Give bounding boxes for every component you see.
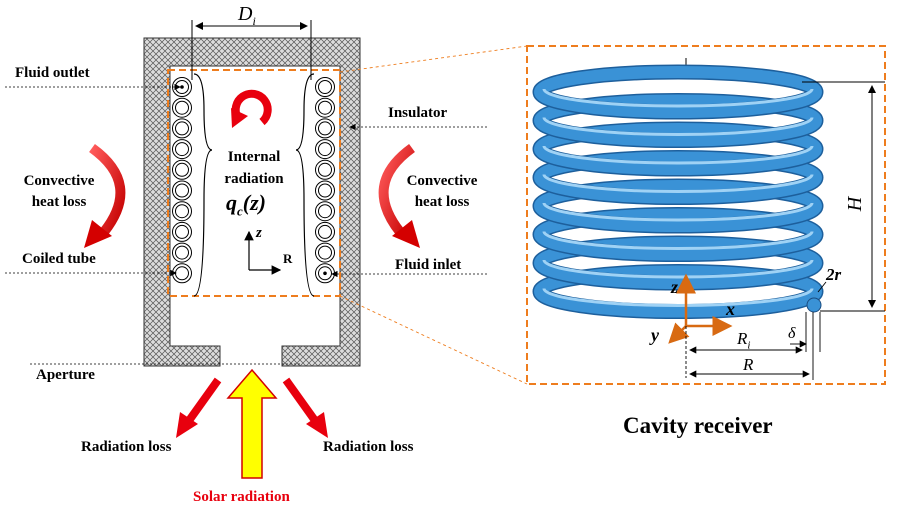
tube-bore: [175, 224, 189, 239]
tube-bore: [318, 80, 332, 94]
coil-turn: [534, 123, 822, 175]
aperture-label: Aperture: [36, 367, 95, 383]
coil-turn: [534, 94, 822, 147]
solar-radiation-label: Solar radiation: [193, 489, 290, 505]
di-symbol-main: D: [238, 3, 253, 25]
right-brace: [295, 73, 315, 297]
flux-symbol-main: q: [226, 190, 237, 215]
coil-turn: [534, 265, 822, 318]
coil-highlight: [542, 174, 814, 193]
coil-highlight: [542, 231, 814, 250]
flow-dot: [323, 271, 327, 276]
tube-bore: [175, 162, 189, 177]
tube-bore: [318, 204, 332, 219]
coil-highlight: [542, 145, 814, 165]
tube-bore: [318, 224, 332, 239]
tube-bore: [175, 204, 189, 219]
ri-symbol-sub: i: [747, 339, 751, 352]
convective-right-line2: heat loss: [414, 194, 470, 210]
ri-symbol: Ri: [737, 330, 750, 351]
coil-highlight: [542, 202, 814, 222]
insulator-label: Insulator: [388, 105, 448, 121]
flux-symbol: qc(z): [226, 190, 266, 219]
internal-radiation-line2: radiation: [224, 171, 284, 187]
fluid-outlet-label: Fluid outlet: [15, 65, 90, 81]
convective-left-line2: heat loss: [31, 194, 87, 210]
convective-loss-arrow-left: [84, 143, 126, 248]
coil-highlight: [542, 288, 814, 307]
y-axis-label-3d: y: [651, 325, 659, 345]
coil-highlight: [542, 88, 814, 108]
tube-bore: [318, 121, 332, 136]
tube-bore: [175, 121, 189, 136]
flux-symbol-arg: (z): [242, 190, 266, 215]
tube-bore: [318, 100, 332, 115]
tube-bore: [175, 183, 189, 198]
tube-bore: [318, 183, 332, 198]
tube-bore: [175, 266, 189, 281]
left-brace: [193, 73, 213, 297]
cavity-receiver-frame: [526, 45, 886, 385]
y-axis-arrow-3d: [668, 322, 690, 344]
z-axis-label-3d: z: [671, 277, 679, 297]
helical-coil: [532, 64, 824, 319]
coil-highlight: [542, 117, 814, 136]
solar-radiation-arrow: [226, 368, 278, 479]
coiled-tube-left-column: [172, 77, 192, 284]
cavity-region-outline: [167, 69, 341, 297]
coil-turn: [534, 66, 822, 118]
tube-cross-section: [806, 297, 822, 313]
cavity-interior: [169, 65, 341, 303]
radiation-loss-arrow-right: [282, 377, 328, 438]
cavity-receiver-title: Cavity receiver: [623, 413, 773, 438]
height-symbol: H: [844, 196, 867, 212]
coil-turn: [534, 180, 822, 232]
tube-diameter-symbol: 2r: [826, 265, 842, 284]
tube-bore: [318, 245, 332, 260]
x-axis-label-3d: x: [726, 299, 735, 319]
radiation-loss-right-label: Radiation loss: [323, 439, 414, 455]
flow-dot: [180, 85, 184, 89]
zoom-line-top: [339, 45, 528, 73]
convective-right-line1: Convective: [406, 173, 478, 189]
coiled-tube-right-column: [315, 77, 335, 284]
radiation-loss-left-label: Radiation loss: [81, 439, 172, 455]
coiled-tube-label: Coiled tube: [22, 251, 96, 267]
convective-left-line1: Convective: [23, 173, 95, 189]
di-symbol: Di: [238, 4, 256, 27]
r-axis-label: R: [283, 251, 293, 266]
convective-loss-arrow-right: [378, 143, 420, 248]
fluid-inlet-label: Fluid inlet: [395, 257, 462, 273]
z-axis-label: z: [256, 225, 262, 241]
internal-radiation-arrow: [231, 89, 272, 128]
r-symbol: R: [743, 355, 754, 374]
coil-turn: [534, 208, 822, 261]
radiation-loss-arrow-left: [176, 377, 222, 438]
tube-bore: [175, 142, 189, 157]
tube-bore: [175, 100, 189, 115]
di-symbol-sub: i: [252, 14, 256, 28]
tube-bore: [175, 245, 189, 260]
internal-radiation-line1: Internal: [227, 149, 281, 165]
ri-symbol-main: R: [737, 329, 748, 348]
flux-symbol-sub: c: [237, 203, 243, 219]
tube-bore: [318, 162, 332, 177]
delta-symbol: δ: [788, 325, 796, 342]
zoom-line-bottom: [339, 295, 528, 385]
tube-bore: [318, 142, 332, 157]
coil-turn: [534, 151, 822, 204]
